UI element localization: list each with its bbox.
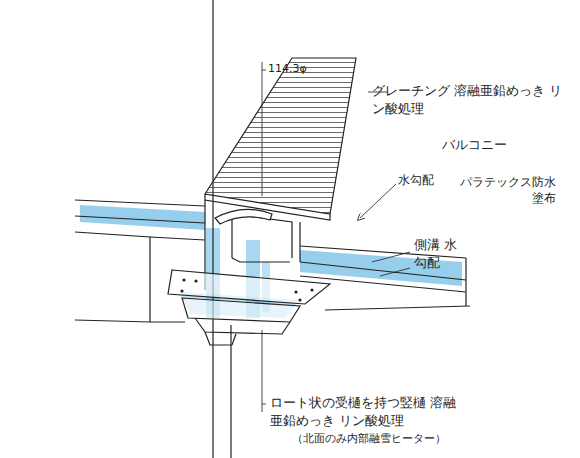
annotation-label: （北面のみ内部融雪ヒーター）: [292, 432, 446, 447]
bolt-part: [194, 279, 197, 282]
annotation-label: パラテックス防水 塗布: [452, 174, 556, 206]
gutter-body-part: [75, 200, 205, 206]
funnel-flange: [168, 270, 330, 345]
funnel-flange-part: [195, 318, 290, 334]
annotation-label: バルコニー: [442, 136, 507, 154]
leader-line-part: [262, 70, 266, 71]
gutter-body-part: [75, 232, 150, 322]
bolt-part: [310, 288, 313, 291]
drain-box-part: [232, 214, 292, 258]
leader-line-part: [262, 404, 266, 405]
gutter-body-part: [75, 216, 205, 223]
gutter-body-part: [325, 306, 470, 310]
leader-line-part: [262, 330, 263, 412]
bolt-part: [294, 290, 297, 293]
drain-box-part: [231, 214, 232, 258]
annotation-label: 側溝 水勾配: [414, 236, 462, 271]
grating: [205, 58, 356, 220]
leader-line-part: [360, 184, 396, 218]
annotation-label: 114.3φ: [268, 62, 307, 77]
gutter-body-part: [465, 258, 466, 306]
funnel-flange-part: [205, 332, 236, 345]
funnel-flange-part: [182, 298, 300, 322]
annotation-label: ロート状の受樋を持つ竪樋 溶融亜鉛めっき リン酸処理: [270, 394, 466, 429]
bolt-part: [298, 298, 301, 301]
drain-box-part: [232, 258, 290, 262]
drain-box-part: [299, 222, 300, 262]
gutter-body-part: [150, 237, 205, 240]
gutter-body-part: [150, 321, 185, 322]
bolt-part: [180, 289, 183, 292]
grating-part: [205, 58, 356, 214]
bolt-part: [182, 278, 185, 281]
bolt: [180, 278, 313, 301]
water-wash: [80, 205, 462, 318]
gutter-body-part: [300, 262, 466, 280]
drain-box-part: [215, 209, 272, 224]
grating-part: [204, 200, 205, 206]
annotation-label: グレーチング 溶融亜鉛めっき リン酸処理: [372, 82, 568, 117]
pipe-line-part: [212, 0, 213, 458]
gutter-body: [75, 200, 470, 322]
pipe-line: [213, 0, 231, 458]
annotation-label: 水勾配: [398, 172, 434, 188]
